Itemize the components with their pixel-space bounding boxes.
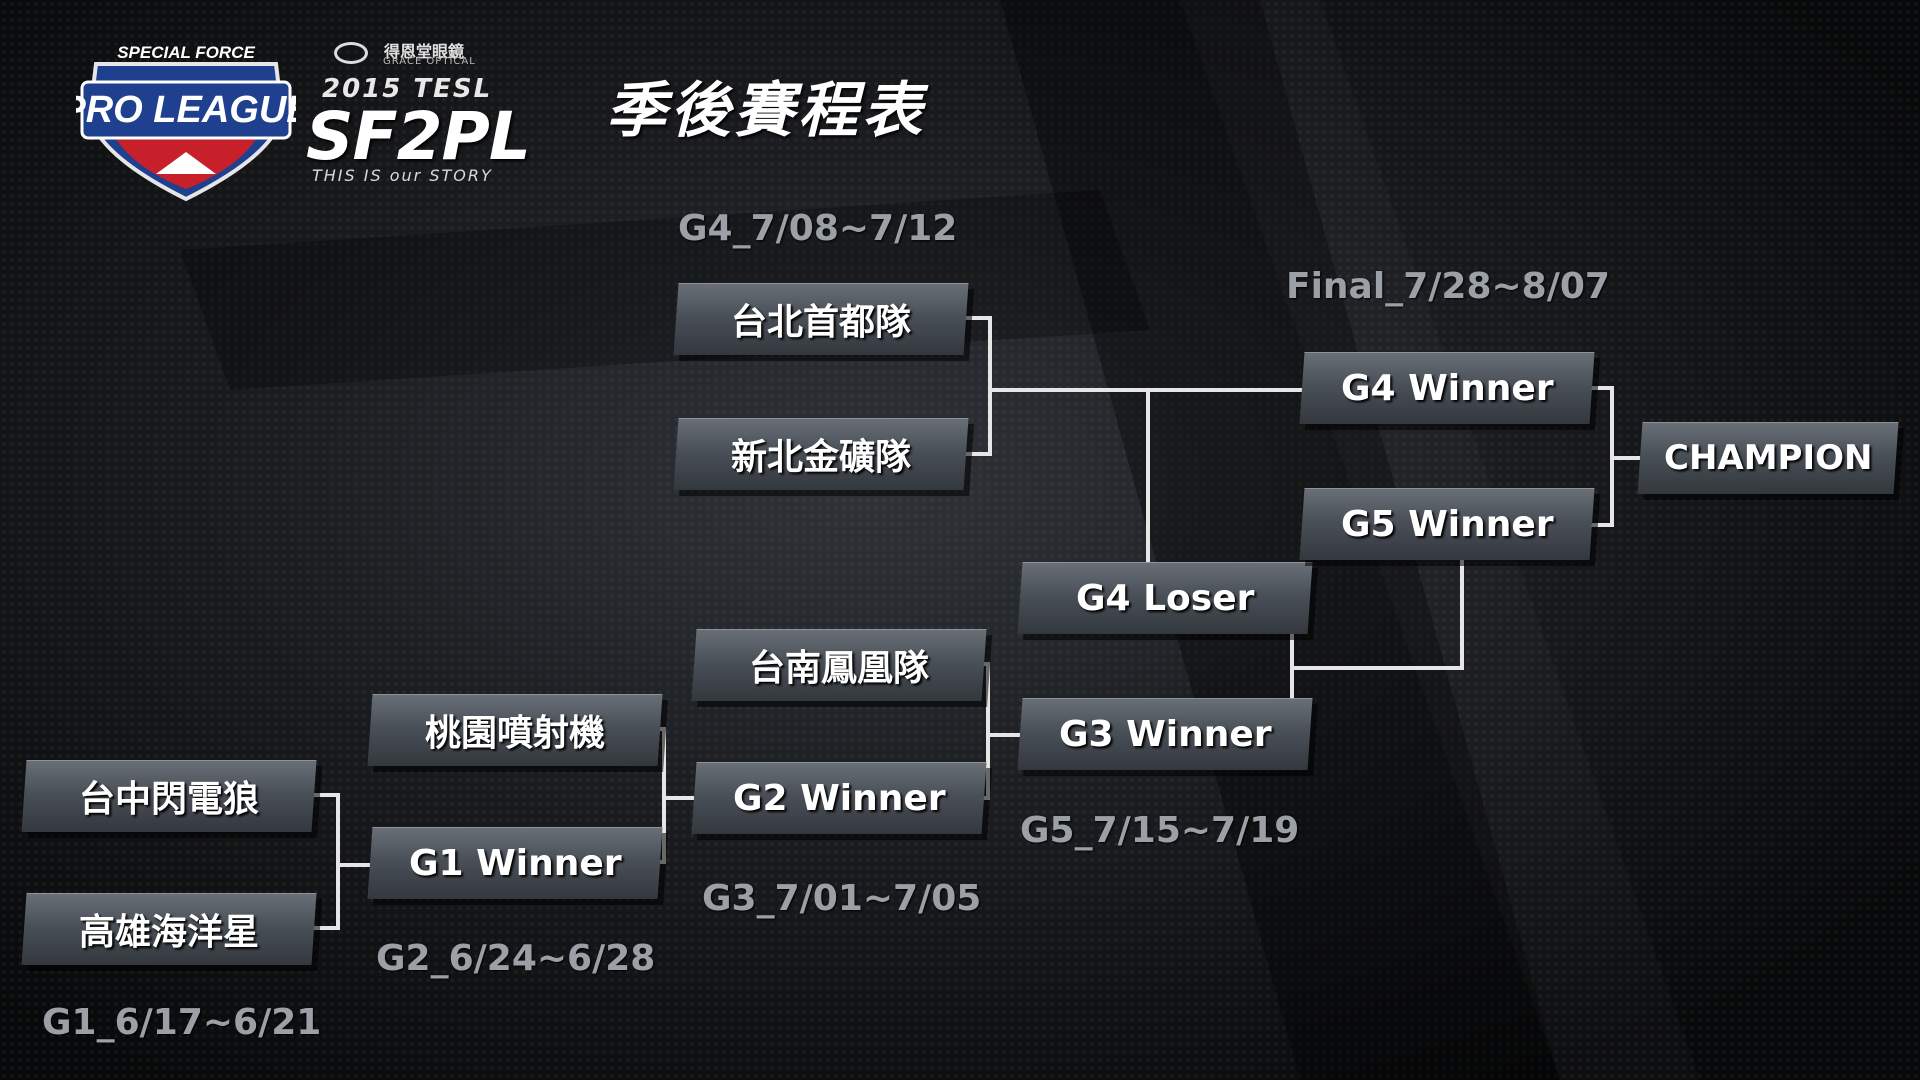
g4-team-b-label: 新北金礦隊 <box>730 437 911 478</box>
g1-team-b-label: 高雄海洋星 <box>78 912 259 953</box>
connector-g4 <box>962 316 992 456</box>
league-logo-season: S1 <box>179 157 192 169</box>
g5-team-b: G3 Winner <box>1017 698 1313 770</box>
champion-label: CHAMPION <box>1663 438 1873 478</box>
final-team-b-label: G5 Winner <box>1340 503 1554 545</box>
g3-team-a: 台南鳳凰隊 <box>691 629 987 701</box>
g1-team-a-label: 台中閃電狼 <box>78 779 259 820</box>
event-tagline: THIS IS our STORY <box>312 166 493 185</box>
g3-date: G3_7/01~7/05 <box>702 878 982 919</box>
g3-team-b-label: G2 Winner <box>732 777 946 819</box>
g4-date: G4_7/08~7/12 <box>678 208 958 249</box>
g4-team-a-label: 台北首都隊 <box>730 302 911 343</box>
g4-team-a: 台北首都隊 <box>673 283 969 355</box>
page-title: 季後賽程表 <box>606 76 926 146</box>
event-year: 2015 TESL <box>322 74 493 104</box>
g2-team-a-label: 桃園噴射機 <box>424 713 605 754</box>
final-team-a-label: G4 Winner <box>1340 367 1554 409</box>
connector-g1 <box>312 793 340 930</box>
final-date: Final_7/28~8/07 <box>1286 266 1610 307</box>
g5-team-a-label: G4 Loser <box>1075 577 1255 619</box>
sponsor-name: 得恩堂眼鏡 <box>384 42 465 61</box>
connector-g5-out <box>1292 560 1464 670</box>
g5-team-b-label: G3 Winner <box>1058 713 1272 755</box>
g1-team-b: 高雄海洋星 <box>21 893 317 965</box>
g2-date: G2_6/24~6/28 <box>376 938 656 979</box>
league-logo-top: SPECIAL FORCE <box>117 43 255 62</box>
g2-team-a: 桃園噴射機 <box>367 694 663 766</box>
g4-team-b: 新北金礦隊 <box>673 418 969 490</box>
g2-team-b-label: G1 Winner <box>408 842 622 884</box>
g1-date: G1_6/17~6/21 <box>42 1002 322 1043</box>
g5-team-a: G4 Loser <box>1017 562 1313 634</box>
g2-team-b: G1 Winner <box>367 827 663 899</box>
g5-date: G5_7/15~7/19 <box>1020 810 1300 851</box>
league-logo: PRO LEAGUE SPECIAL FORCE S1 <box>76 43 296 202</box>
g3-team-a-label: 台南鳳凰隊 <box>748 648 929 689</box>
g3-team-b: G2 Winner <box>691 762 987 834</box>
final-team-b: G5 Winner <box>1299 488 1595 560</box>
sponsor-name-en: GRACE OPTICAL <box>383 56 476 67</box>
champion-box: CHAMPION <box>1637 422 1899 494</box>
league-logo-main: PRO LEAGUE <box>76 89 296 131</box>
final-team-a: G4 Winner <box>1299 352 1595 424</box>
event-logo-text: SF2PL <box>306 98 531 175</box>
g1-team-a: 台中閃電狼 <box>21 760 317 832</box>
sponsor-glasses-icon <box>334 42 368 64</box>
